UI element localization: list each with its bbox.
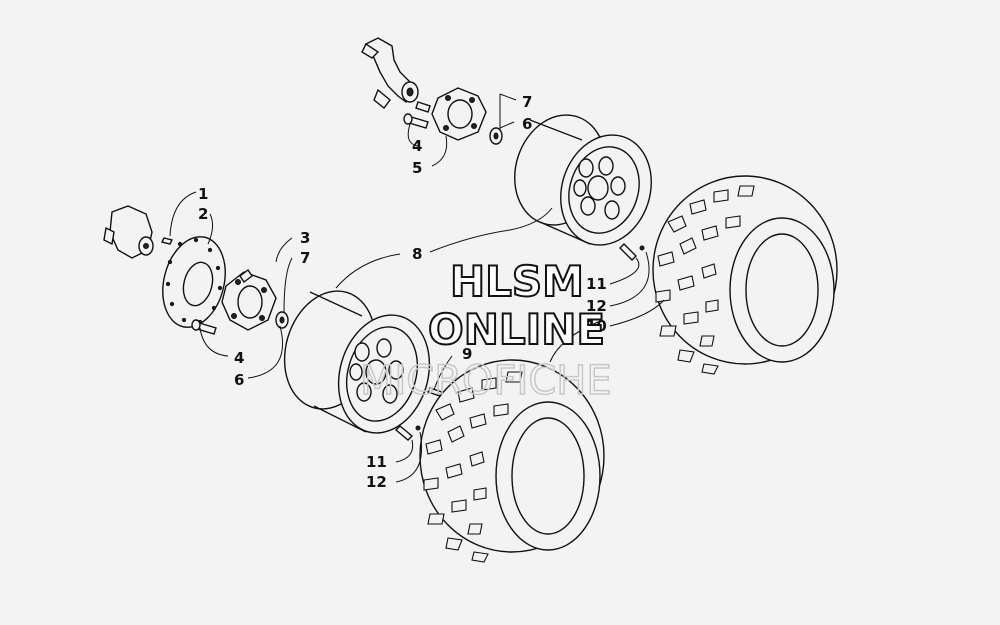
- watermark-line-1: HLSM: [450, 257, 584, 306]
- upper-wheel-rim: [514, 114, 652, 246]
- brake-disc: [162, 236, 226, 328]
- upper-tire: [652, 175, 838, 375]
- callout-9: 9: [462, 345, 472, 363]
- callout-6-upper: 6: [522, 115, 532, 133]
- callout-12-lower: 12: [366, 473, 387, 491]
- callout-4-lower: 4: [234, 349, 244, 367]
- watermark-line-2: ONLINE: [428, 305, 605, 354]
- upper-axle-nut: [489, 127, 503, 145]
- upper-hub: [415, 87, 487, 141]
- callout-6-lower: 6: [234, 371, 244, 389]
- callout-7-upper: 7: [522, 93, 532, 111]
- lower-valve-stem: [394, 425, 421, 441]
- lower-knuckle: [103, 205, 154, 259]
- callout-5: 5: [412, 159, 422, 177]
- callout-3: 3: [300, 229, 310, 247]
- callout-7-lower: 7: [300, 249, 310, 267]
- lower-axle-nut: [275, 311, 289, 329]
- lower-wheel-rim: [283, 290, 431, 434]
- callout-11-upper: 11: [586, 275, 607, 293]
- callout-1: 1: [198, 185, 208, 203]
- lower-hub: [221, 268, 277, 331]
- watermark-line-3: MICROFICHE: [360, 358, 612, 404]
- callout-4-upper: 4: [412, 137, 422, 155]
- upper-stud-bolt: [403, 113, 429, 129]
- callout-labels: 1 2 3 7 4 6 8 9 11 12 7 6 4 5 11 12 10: [198, 93, 607, 491]
- upper-valve-stem: [619, 243, 645, 261]
- lower-stud-bolt: [191, 319, 217, 335]
- disc-screw: [160, 237, 174, 245]
- callout-11-lower: 11: [366, 453, 387, 471]
- callout-2: 2: [198, 205, 208, 223]
- callout-8: 8: [412, 245, 422, 263]
- leader-lines: [169, 93, 665, 483]
- upper-knuckle: [361, 37, 419, 109]
- callout-10: 10: [586, 317, 607, 335]
- watermark: HLSM ONLINE MICROFICHE: [359, 256, 612, 405]
- callout-12-upper: 12: [586, 297, 607, 315]
- lower-tire: [419, 359, 605, 563]
